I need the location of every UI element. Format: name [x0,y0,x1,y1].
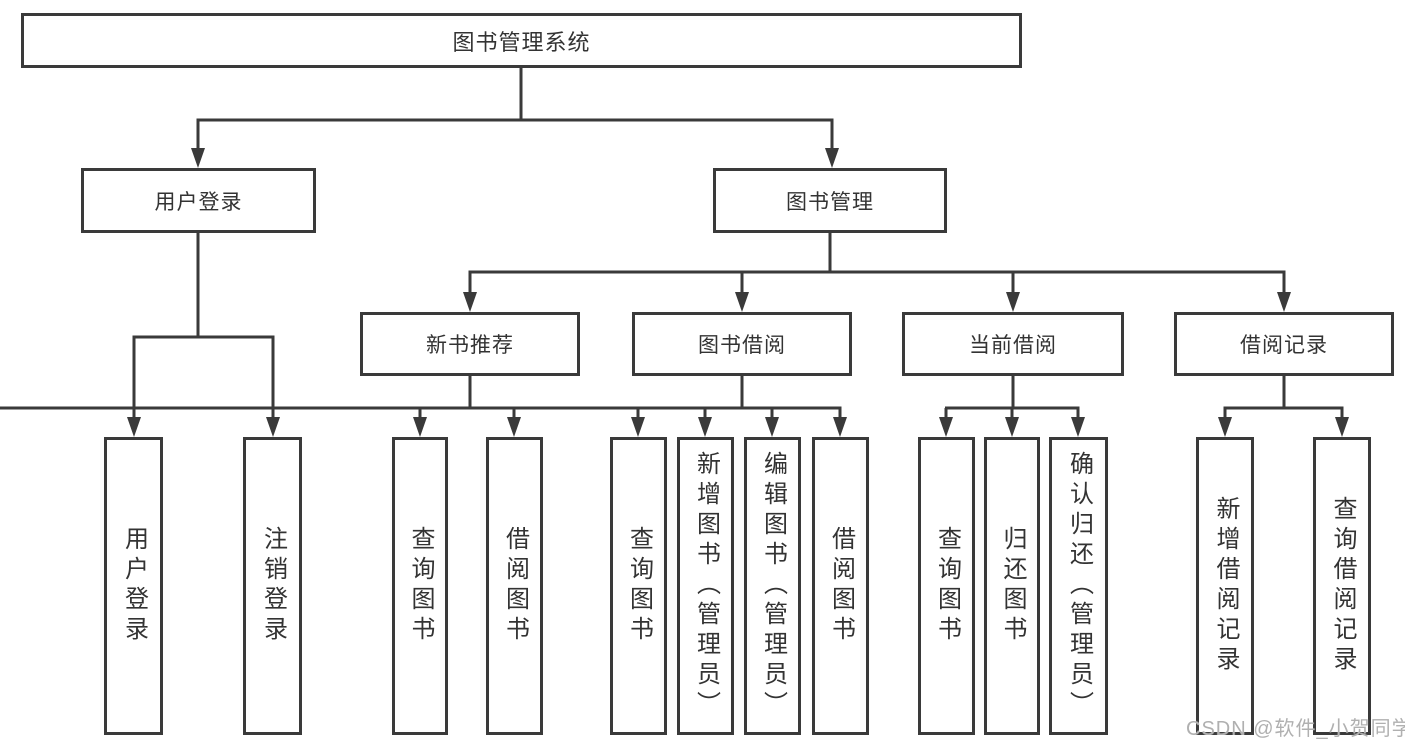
tree-node-book-borrow: 图书借阅 [632,312,852,376]
leaf-logout: 注销登录 [243,437,302,735]
tree-node-book-management: 图书管理 [713,168,947,233]
leaf-edit-book-admin-label: 编辑图书（管理员） [759,451,787,721]
csdn-watermark: CSDN @软件_小贺同学 [1186,718,1405,740]
leaf-edit-book-admin: 编辑图书（管理员） [744,437,801,735]
leaf-query-borrow-record-label: 查询借阅记录 [1329,496,1356,676]
leaf-borrow-books-recommend-label: 借阅图书 [501,526,529,646]
tree-node-book-borrow-label: 图书借阅 [698,334,786,357]
leaf-query-borrow-record: 查询借阅记录 [1313,437,1371,735]
leaf-confirm-return-admin-label: 确认归还（管理员） [1065,451,1093,721]
leaf-query-books-recommend-label: 查询图书 [407,526,434,646]
tree-node-borrow-records: 借阅记录 [1174,312,1394,376]
leaf-query-books-borrow: 查询图书 [610,437,667,735]
tree-node-borrow-records-label: 借阅记录 [1240,334,1328,357]
leaf-add-book-admin: 新增图书（管理员） [677,437,734,735]
leaf-confirm-return-admin: 确认归还（管理员） [1049,437,1108,735]
leaf-return-book: 归还图书 [984,437,1040,735]
leaf-return-book-label: 归还图书 [999,526,1026,646]
connector-book-management-children [463,233,1291,312]
leaf-add-borrow-record: 新增借阅记录 [1196,437,1254,735]
leaf-query-books-current: 查询图书 [918,437,975,735]
tree-node-root: 图书管理系统 [21,13,1022,68]
leaf-borrow-books-recommend: 借阅图书 [486,437,543,735]
connector-book-borrow-children [0,376,847,437]
tree-node-root-label: 图书管理系统 [452,29,591,55]
leaf-add-borrow-record-label: 新增借阅记录 [1212,496,1239,676]
leaf-query-books-recommend: 查询图书 [392,437,448,735]
tree-node-user-login-label: 用户登录 [154,190,243,214]
leaf-borrow-books-borrow-label: 借阅图书 [827,526,855,646]
leaf-logout-label: 注销登录 [259,526,287,646]
leaf-user-login: 用户登录 [104,437,163,735]
connector-borrow-records-children [1218,376,1349,437]
connector-new-book-children [413,376,521,437]
leaf-query-books-current-label: 查询图书 [933,526,961,646]
leaf-user-login-label: 用户登录 [120,526,148,646]
tree-node-new-book-recommend: 新书推荐 [360,312,580,376]
leaf-borrow-books-borrow: 借阅图书 [812,437,869,735]
tree-node-book-management-label: 图书管理 [786,190,874,214]
leaf-add-book-admin-label: 新增图书（管理员） [692,451,720,721]
tree-node-current-borrow-label: 当前借阅 [969,334,1057,357]
connector-root-to-level2 [191,68,839,168]
tree-node-current-borrow: 当前借阅 [902,312,1124,376]
leaf-query-books-borrow-label: 查询图书 [625,526,653,646]
tree-node-new-book-recommend-label: 新书推荐 [426,334,514,357]
connector-current-borrow-children [939,376,1085,437]
tree-node-user-login: 用户登录 [81,168,316,233]
connector-user-login-children [127,233,280,437]
